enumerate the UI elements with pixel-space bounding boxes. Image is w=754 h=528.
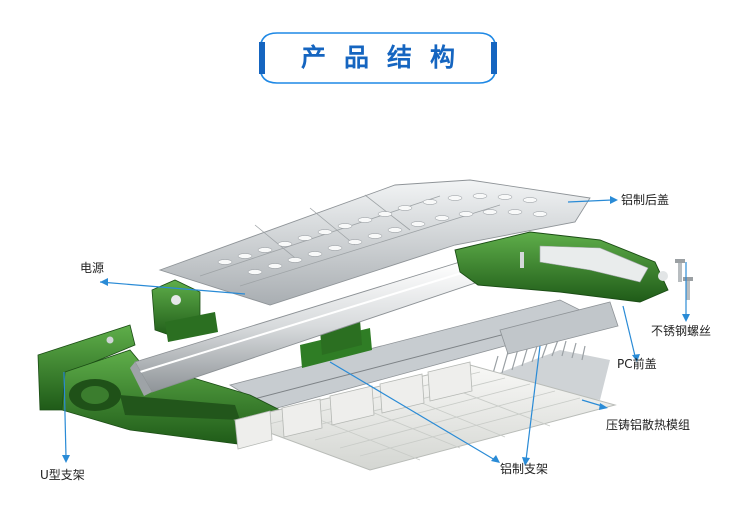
- heatsink-fins: [480, 339, 610, 400]
- title-frame: [259, 32, 497, 84]
- label-power-supply: 电源: [80, 261, 105, 275]
- side-bracket: [151, 279, 362, 355]
- leader-lines: [63, 199, 687, 461]
- label-pc-cover: PC前盖: [617, 357, 657, 371]
- power-supply: [130, 261, 479, 396]
- leader-arrows: [62, 196, 690, 466]
- label-screws: 不锈钢螺丝: [651, 324, 712, 338]
- led-module: [233, 361, 617, 471]
- label-u-bracket: U型支架: [40, 468, 85, 482]
- label-back-cover: 铝制后盖: [621, 193, 670, 207]
- stainless-screws: [675, 259, 693, 300]
- title-box: 产品结构: [259, 32, 497, 84]
- label-heatsink-module: 压铸铝散热模组: [606, 418, 691, 432]
- aluminum-back-cover: [158, 179, 591, 306]
- page-title: 产品结构: [300, 43, 473, 72]
- pc-front-cover: [454, 231, 669, 303]
- label-aluminum-bracket: 铝制支架: [500, 462, 549, 476]
